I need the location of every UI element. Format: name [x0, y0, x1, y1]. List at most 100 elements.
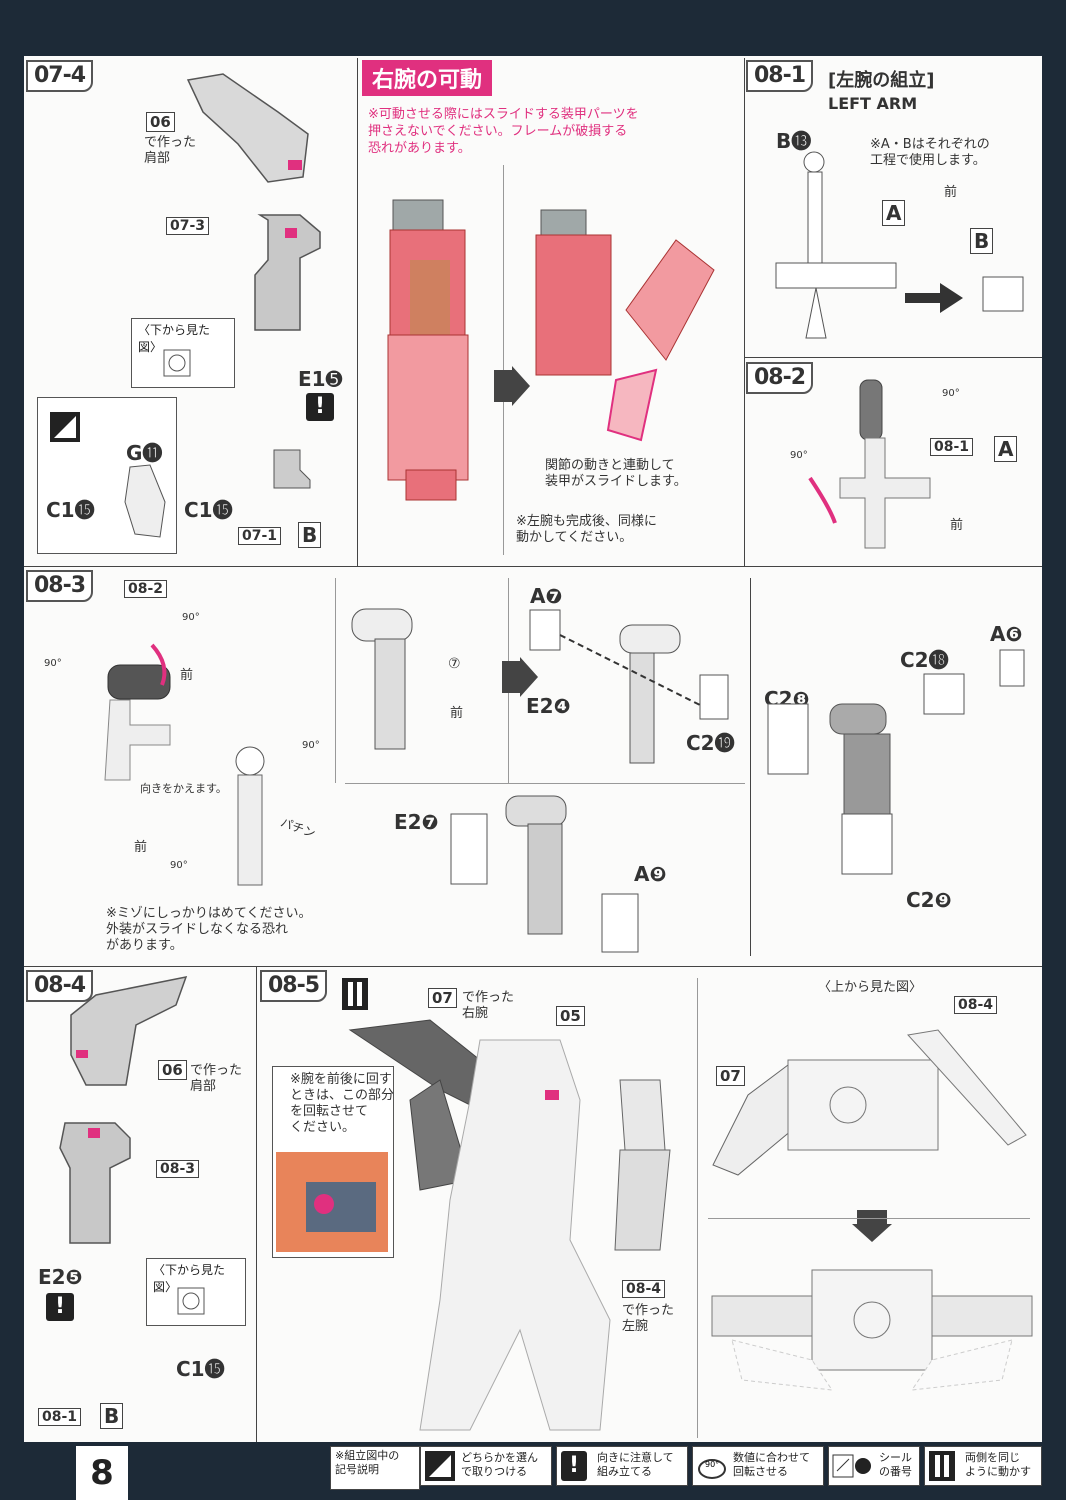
- ref-step-05: 05: [556, 1006, 585, 1026]
- ref-step-08-4: 08-4: [622, 1280, 666, 1298]
- choose-one-icon: [425, 1451, 455, 1481]
- socket-icon: [177, 1287, 205, 1315]
- step-number: 08-3: [26, 570, 94, 602]
- part-e1-5: E1➎: [298, 367, 343, 391]
- caution-note: ※可動させる際にはスライドする装甲パーツを 押さえないでください。フレームが破損…: [368, 107, 639, 156]
- legend-text: 両側を同じ ように動かす: [965, 1451, 1031, 1478]
- angle-label-4: 90°: [170, 860, 188, 871]
- arrow-down-icon: [852, 1210, 892, 1242]
- legend-title: ※組立図中の 記号説明: [330, 1446, 420, 1490]
- left-arm-title: [左腕の組立]: [828, 70, 935, 91]
- ref-step-06: 06: [146, 112, 175, 132]
- front-label-3: 前: [450, 706, 464, 721]
- move-both-icon: [342, 978, 368, 1010]
- rotate-icon: 90°: [698, 1459, 726, 1479]
- legend-item-sticker: シール の番号: [828, 1446, 920, 1486]
- arm-rotate-illustration: [104, 643, 171, 781]
- ref-caption-08-4: で作った 左腕: [622, 1303, 675, 1334]
- upper-arm-illustration: [59, 1122, 131, 1244]
- legend-text: 数値に合わせて 回転させる: [733, 1451, 810, 1478]
- ref-b: B: [100, 1403, 124, 1429]
- top-view-body-illustration: [712, 1029, 1027, 1176]
- left-arm-caption: ※左腕も完成後、同様に 動かしてください。: [516, 514, 657, 545]
- legend-item-attention: ! 向きに注意して 組み立てる: [556, 1446, 688, 1486]
- choose-one-icon: [50, 412, 80, 442]
- part-a-9: A❾: [634, 862, 667, 886]
- legend-item-move-both: 両側を同じ ように動かす: [924, 1446, 1042, 1486]
- ref-step-08-2: 08-2: [124, 580, 168, 598]
- rotation-note: ※腕を前後に回す ときは、この部分 を回転させて ください。: [290, 1072, 395, 1135]
- legend-item-choose-one: どちらかを選ん で取りつける: [420, 1446, 552, 1486]
- groove-note: ※ミゾにしっかりはめてください。 外装がスライドしなくなる恐れ があります。: [106, 906, 312, 953]
- part-a-6: A❻: [990, 622, 1023, 646]
- left-arm-subtitle: LEFT ARM: [828, 94, 918, 113]
- ref-b: B: [970, 228, 994, 254]
- part-c2-18: C2⓲: [900, 648, 949, 672]
- top-view-arms-rotated-illustration: [711, 1269, 1033, 1391]
- ref-b: B: [298, 522, 322, 548]
- arm-bent-illustration: [535, 209, 715, 442]
- step-number: 08-2: [746, 362, 814, 394]
- legend-text: どちらかを選ん で取りつける: [461, 1451, 538, 1478]
- shoulder-part-illustration: [70, 976, 188, 1086]
- bottom-view-label: 〈下から見た図〉: [138, 323, 211, 354]
- step-number: 08-1: [746, 60, 814, 92]
- page-number: 8: [76, 1446, 128, 1500]
- part-e2-7: E2❼: [394, 810, 439, 834]
- upper-arm-armor-illustration: [767, 649, 1025, 875]
- ref-step-06: 06: [158, 1060, 187, 1080]
- ref-step-07: 07: [428, 988, 457, 1008]
- part-c2-9: C2❾: [906, 888, 952, 912]
- step-number: 07-4: [26, 60, 94, 92]
- part-c1-15-mid: C1⓯: [184, 498, 233, 522]
- angle-label-3: 90°: [302, 740, 320, 751]
- part-e2-4: E2❹: [526, 694, 571, 718]
- arm-frame-side-illustration: [235, 746, 265, 886]
- change-direction-label: 向きをかえます。: [140, 782, 227, 795]
- sticker-number: ⑦: [448, 656, 461, 672]
- ref-step-07-1: 07-1: [238, 527, 282, 545]
- forearm-assembly-illustration: [450, 795, 639, 953]
- ref-step-08-3: 08-3: [156, 1160, 200, 1178]
- arrow-right-icon: [494, 366, 530, 406]
- hand-illustration: [124, 464, 166, 538]
- front-label: 前: [944, 185, 958, 200]
- legend-text: 向きに注意して 組み立てる: [597, 1451, 674, 1478]
- part-c2-19: C2⓳: [686, 731, 735, 755]
- elbow-rotate-illustration: [808, 379, 931, 549]
- move-both-icon: [929, 1451, 955, 1481]
- angle-label-left: 90°: [790, 450, 808, 461]
- socket-icon: [163, 349, 191, 377]
- shoulder-part-illustration: [186, 73, 309, 183]
- ref-step-08-4-b: 08-4: [954, 996, 998, 1014]
- step-number: 08-5: [260, 970, 328, 1002]
- ref-step-07-3: 07-3: [166, 217, 210, 235]
- front-label: 前: [950, 518, 964, 533]
- legend-item-rotate: 90° 数値に合わせて 回転させる: [692, 1446, 824, 1486]
- ref-caption: で作った 肩部: [144, 135, 197, 166]
- ref-a: A: [994, 436, 1018, 462]
- part-b-13: B⓭: [776, 129, 812, 153]
- usage-note: ※A・Bはそれぞれの 工程で使用します。: [870, 137, 990, 168]
- attention-icon: !: [561, 1451, 587, 1481]
- ref-a: A: [882, 200, 906, 226]
- angle-label-top: 90°: [942, 388, 960, 399]
- arrow-right-icon: [905, 283, 963, 313]
- hand-part-illustration: [982, 276, 1024, 312]
- legend-text: シール の番号: [879, 1451, 912, 1478]
- part-a-7: A❼: [530, 584, 563, 608]
- slide-caption: 関節の動きと連動して 装甲がスライドします。: [545, 458, 687, 489]
- ref-step-08-1: 08-1: [38, 1408, 82, 1426]
- armor-assembly-illustration: [529, 609, 729, 764]
- angle-label-2: 90°: [44, 658, 62, 669]
- front-label-1: 前: [180, 668, 194, 683]
- ref-caption-07: で作った 右腕: [462, 990, 515, 1021]
- part-e2-5: E2❺: [38, 1265, 83, 1289]
- ref-step-08-1: 08-1: [930, 438, 974, 456]
- section-title: 右腕の可動: [362, 60, 493, 96]
- upper-arm-illustration: [254, 214, 321, 331]
- ref-step-07-b: 07: [716, 1066, 745, 1086]
- angle-label-1: 90°: [182, 612, 200, 623]
- bottom-view-label: 〈下から見た図〉: [153, 1263, 226, 1294]
- frame-with-sticker-illustration: [351, 608, 413, 750]
